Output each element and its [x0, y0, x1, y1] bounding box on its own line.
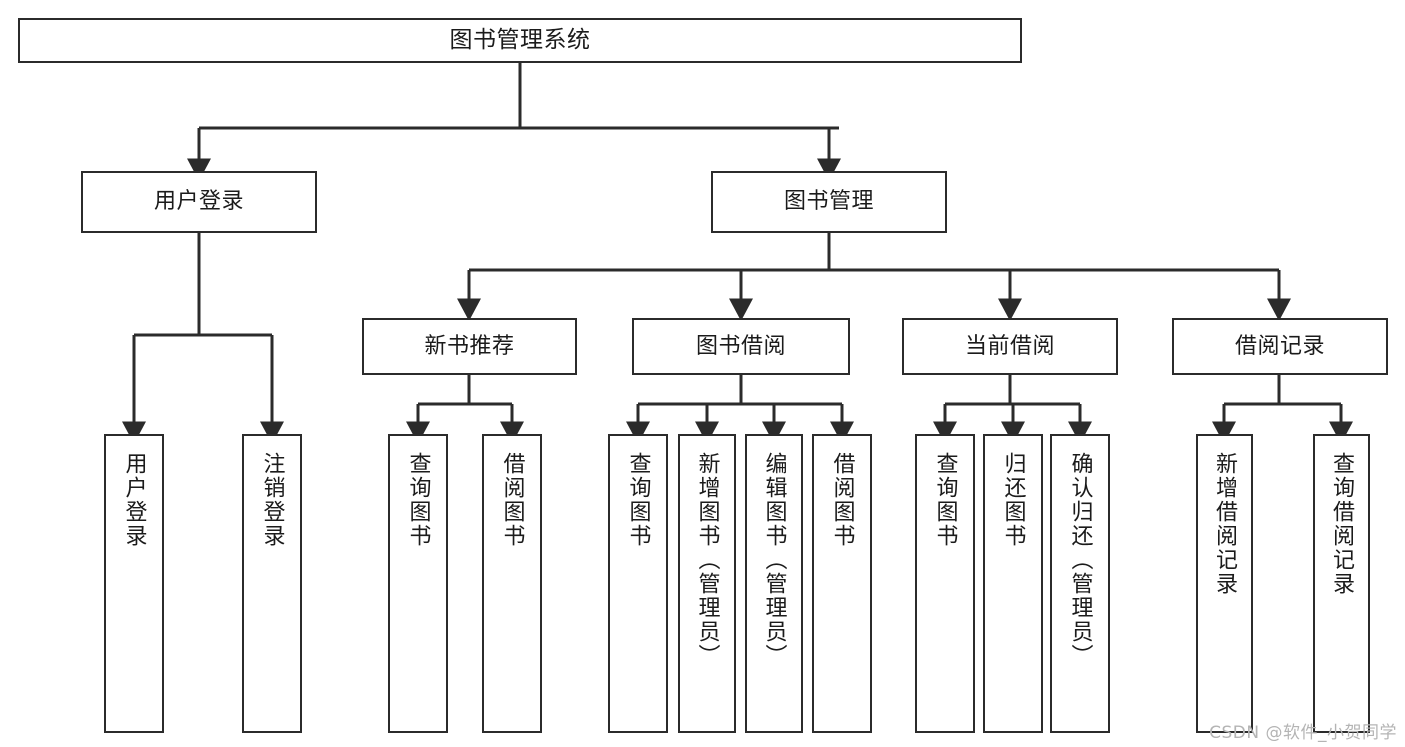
- node-user-login-label: 用户登录: [153, 189, 244, 215]
- leaf-logout-label: 注销登录: [259, 452, 285, 548]
- leaf-cb-confirm-return[interactable]: 确认归还（管理员）: [1050, 434, 1110, 733]
- node-book-borrow[interactable]: 图书借阅: [632, 318, 850, 375]
- leaf-bb-borrow-book-label: 借阅图书: [829, 452, 855, 548]
- node-borrow-record[interactable]: 借阅记录: [1172, 318, 1388, 375]
- leaf-nb-borrow-book[interactable]: 借阅图书: [482, 434, 542, 733]
- node-new-book-recommend-label: 新书推荐: [424, 333, 515, 359]
- leaf-logout[interactable]: 注销登录: [242, 434, 302, 733]
- leaf-bb-add-book-label: 新增图书（管理员）: [694, 452, 720, 668]
- node-new-book-recommend[interactable]: 新书推荐: [362, 318, 577, 375]
- leaf-cb-return-book[interactable]: 归还图书: [983, 434, 1043, 733]
- node-current-borrow-label: 当前借阅: [964, 333, 1055, 359]
- leaf-user-login[interactable]: 用户登录: [104, 434, 164, 733]
- leaf-bb-add-book[interactable]: 新增图书（管理员）: [678, 434, 736, 733]
- watermark: CSDN @软件_小贺同学: [1209, 723, 1397, 743]
- node-book-borrow-label: 图书借阅: [695, 333, 786, 359]
- leaf-nb-query-book[interactable]: 查询图书: [388, 434, 448, 733]
- leaf-cb-confirm-return-label: 确认归还（管理员）: [1067, 452, 1093, 668]
- leaf-bb-edit-book-label: 编辑图书（管理员）: [761, 452, 787, 668]
- leaf-br-add-record[interactable]: 新增借阅记录: [1196, 434, 1253, 733]
- node-root[interactable]: 图书管理系统: [18, 18, 1022, 63]
- node-current-borrow[interactable]: 当前借阅: [902, 318, 1118, 375]
- leaf-cb-query-book-label: 查询图书: [932, 452, 958, 548]
- leaf-bb-edit-book[interactable]: 编辑图书（管理员）: [745, 434, 803, 733]
- leaf-nb-query-book-label: 查询图书: [405, 452, 431, 548]
- node-borrow-record-label: 借阅记录: [1234, 333, 1325, 359]
- leaf-cb-return-book-label: 归还图书: [1000, 452, 1026, 548]
- leaf-bb-query-book[interactable]: 查询图书: [608, 434, 668, 733]
- leaf-user-login-label: 用户登录: [121, 452, 147, 548]
- leaf-br-add-record-label: 新增借阅记录: [1212, 452, 1238, 596]
- leaf-br-query-record-label: 查询借阅记录: [1329, 452, 1355, 596]
- leaf-cb-query-book[interactable]: 查询图书: [915, 434, 975, 733]
- leaf-br-query-record[interactable]: 查询借阅记录: [1313, 434, 1370, 733]
- leaf-bb-query-book-label: 查询图书: [625, 452, 651, 548]
- node-root-label: 图书管理系统: [449, 26, 591, 53]
- node-book-manage-label: 图书管理: [783, 189, 874, 215]
- leaf-nb-borrow-book-label: 借阅图书: [499, 452, 525, 548]
- node-book-manage[interactable]: 图书管理: [711, 171, 947, 233]
- node-user-login[interactable]: 用户登录: [81, 171, 317, 233]
- leaf-bb-borrow-book[interactable]: 借阅图书: [812, 434, 872, 733]
